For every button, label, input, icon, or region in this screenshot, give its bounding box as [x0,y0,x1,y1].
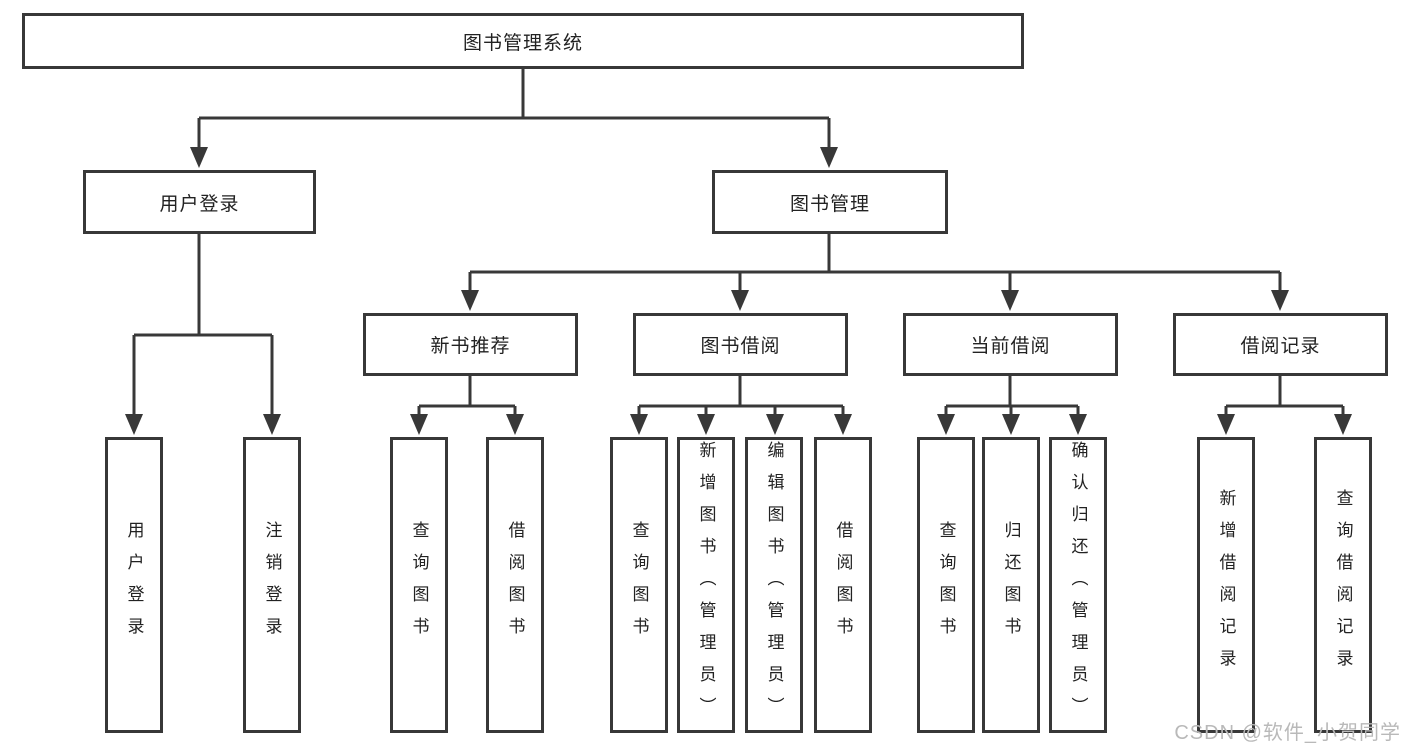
node-borrowing-query-books: 查询图书 [610,437,668,733]
node-add-books-admin: 新增图书（管理员） [677,437,735,733]
node-new-book-recommend: 新书推荐 [363,313,578,376]
node-user-login: 用户登录 [105,437,163,733]
node-current-borrowing: 当前借阅 [903,313,1118,376]
node-add-borrow-record: 新增借阅记录 [1197,437,1255,733]
node-return-books: 归还图书 [982,437,1040,733]
node-recommend-query-books: 查询图书 [390,437,448,733]
node-library-system: 图书管理系统 [22,13,1024,69]
node-book-management: 图书管理 [712,170,948,234]
node-confirm-return-admin: 确认归还（管理员） [1049,437,1107,733]
node-edit-books-admin: 编辑图书（管理员） [745,437,803,733]
node-borrowing-records: 借阅记录 [1173,313,1388,376]
watermark: CSDN @软件_小贺同学 [1174,722,1401,744]
node-recommend-borrow-books: 借阅图书 [486,437,544,733]
node-borrowing-borrow-books: 借阅图书 [814,437,872,733]
node-current-query-books: 查询图书 [917,437,975,733]
node-logout: 注销登录 [243,437,301,733]
node-book-borrowing: 图书借阅 [633,313,848,376]
node-query-borrow-record: 查询借阅记录 [1314,437,1372,733]
node-user-login-group: 用户登录 [83,170,316,234]
